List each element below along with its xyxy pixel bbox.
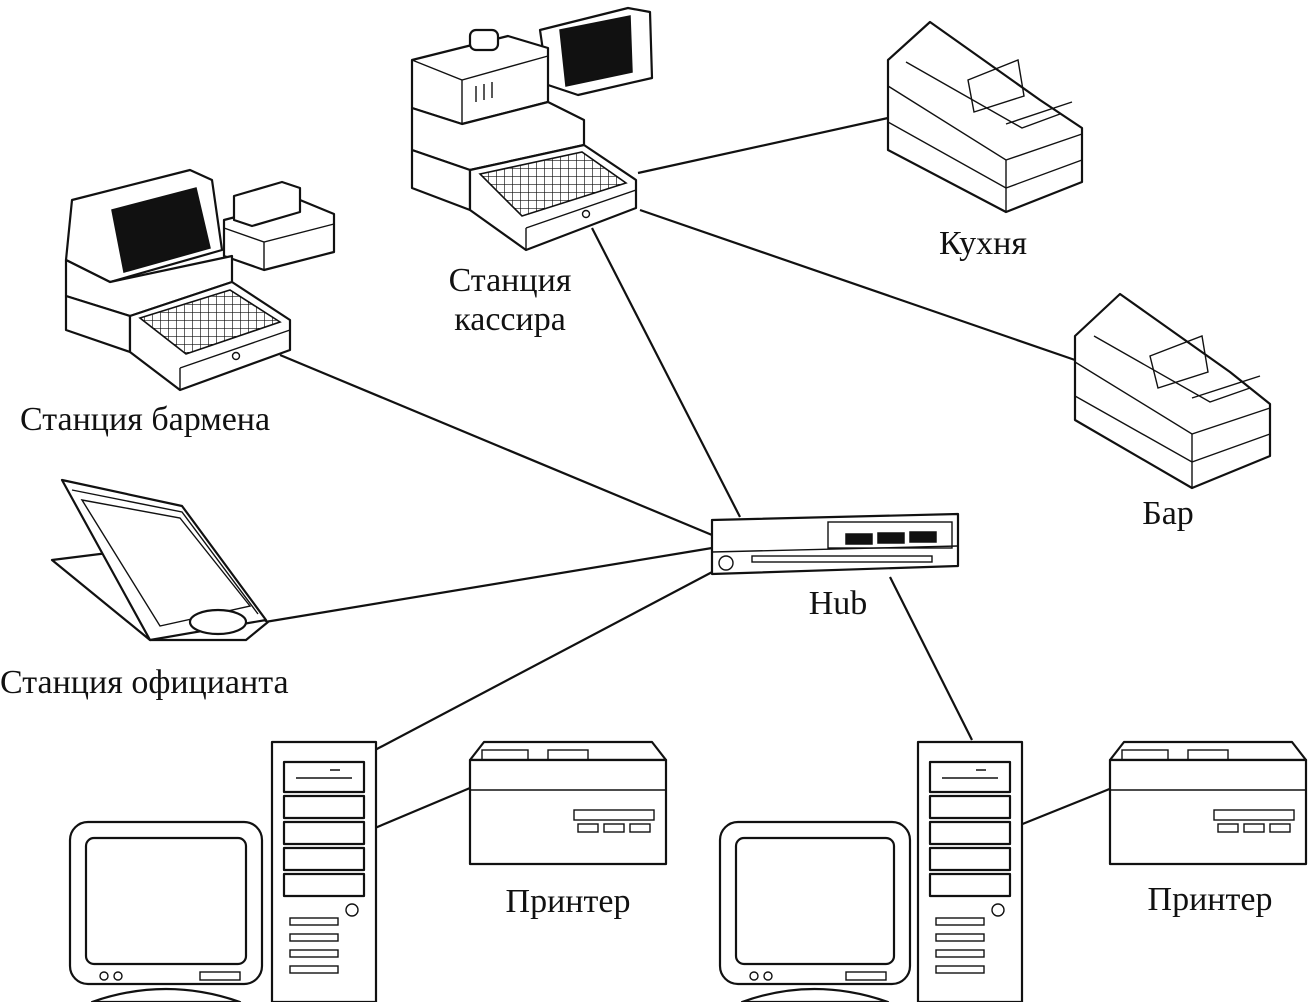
- waiter-label: Станция официанта: [0, 664, 289, 701]
- connections: [264, 116, 1113, 830]
- link-cashier-kitchen: [637, 116, 889, 175]
- link-cashier-bar: [639, 208, 1076, 362]
- printer-right-icon: [1108, 740, 1308, 866]
- link-pc-right-printer: [1019, 786, 1113, 827]
- link-waiter-hub: [264, 546, 713, 624]
- cashier-label-line1: Станция: [449, 262, 572, 299]
- link-pc-left-hub: [374, 569, 717, 751]
- bartender-label: Станция бармена: [20, 401, 270, 438]
- bar-printer-icon: [1073, 292, 1272, 490]
- link-bartender-hub: [279, 353, 713, 537]
- cashier-station-icon: [410, 6, 654, 252]
- link-hub-pc-right: [889, 576, 973, 741]
- link-pc-left-printer: [374, 786, 471, 830]
- printer-right-label: Принтер: [1148, 881, 1273, 918]
- link-cashier-hub: [591, 227, 741, 518]
- hub-icon: [710, 512, 960, 576]
- kitchen-label: Кухня: [939, 225, 1027, 262]
- hub-label: Hub: [809, 585, 868, 622]
- bartender-station-icon: [64, 168, 336, 392]
- waiter-station-icon: [50, 478, 270, 642]
- printer-left-icon: [468, 740, 668, 866]
- kitchen-printer-icon: [886, 20, 1084, 214]
- pc-left-icon: [68, 740, 378, 1002]
- cashier-label-line2: кассира: [454, 301, 566, 338]
- pc-right-icon: [718, 740, 1024, 1002]
- bar-label: Бар: [1142, 495, 1194, 532]
- printer-left-label: Принтер: [506, 883, 631, 920]
